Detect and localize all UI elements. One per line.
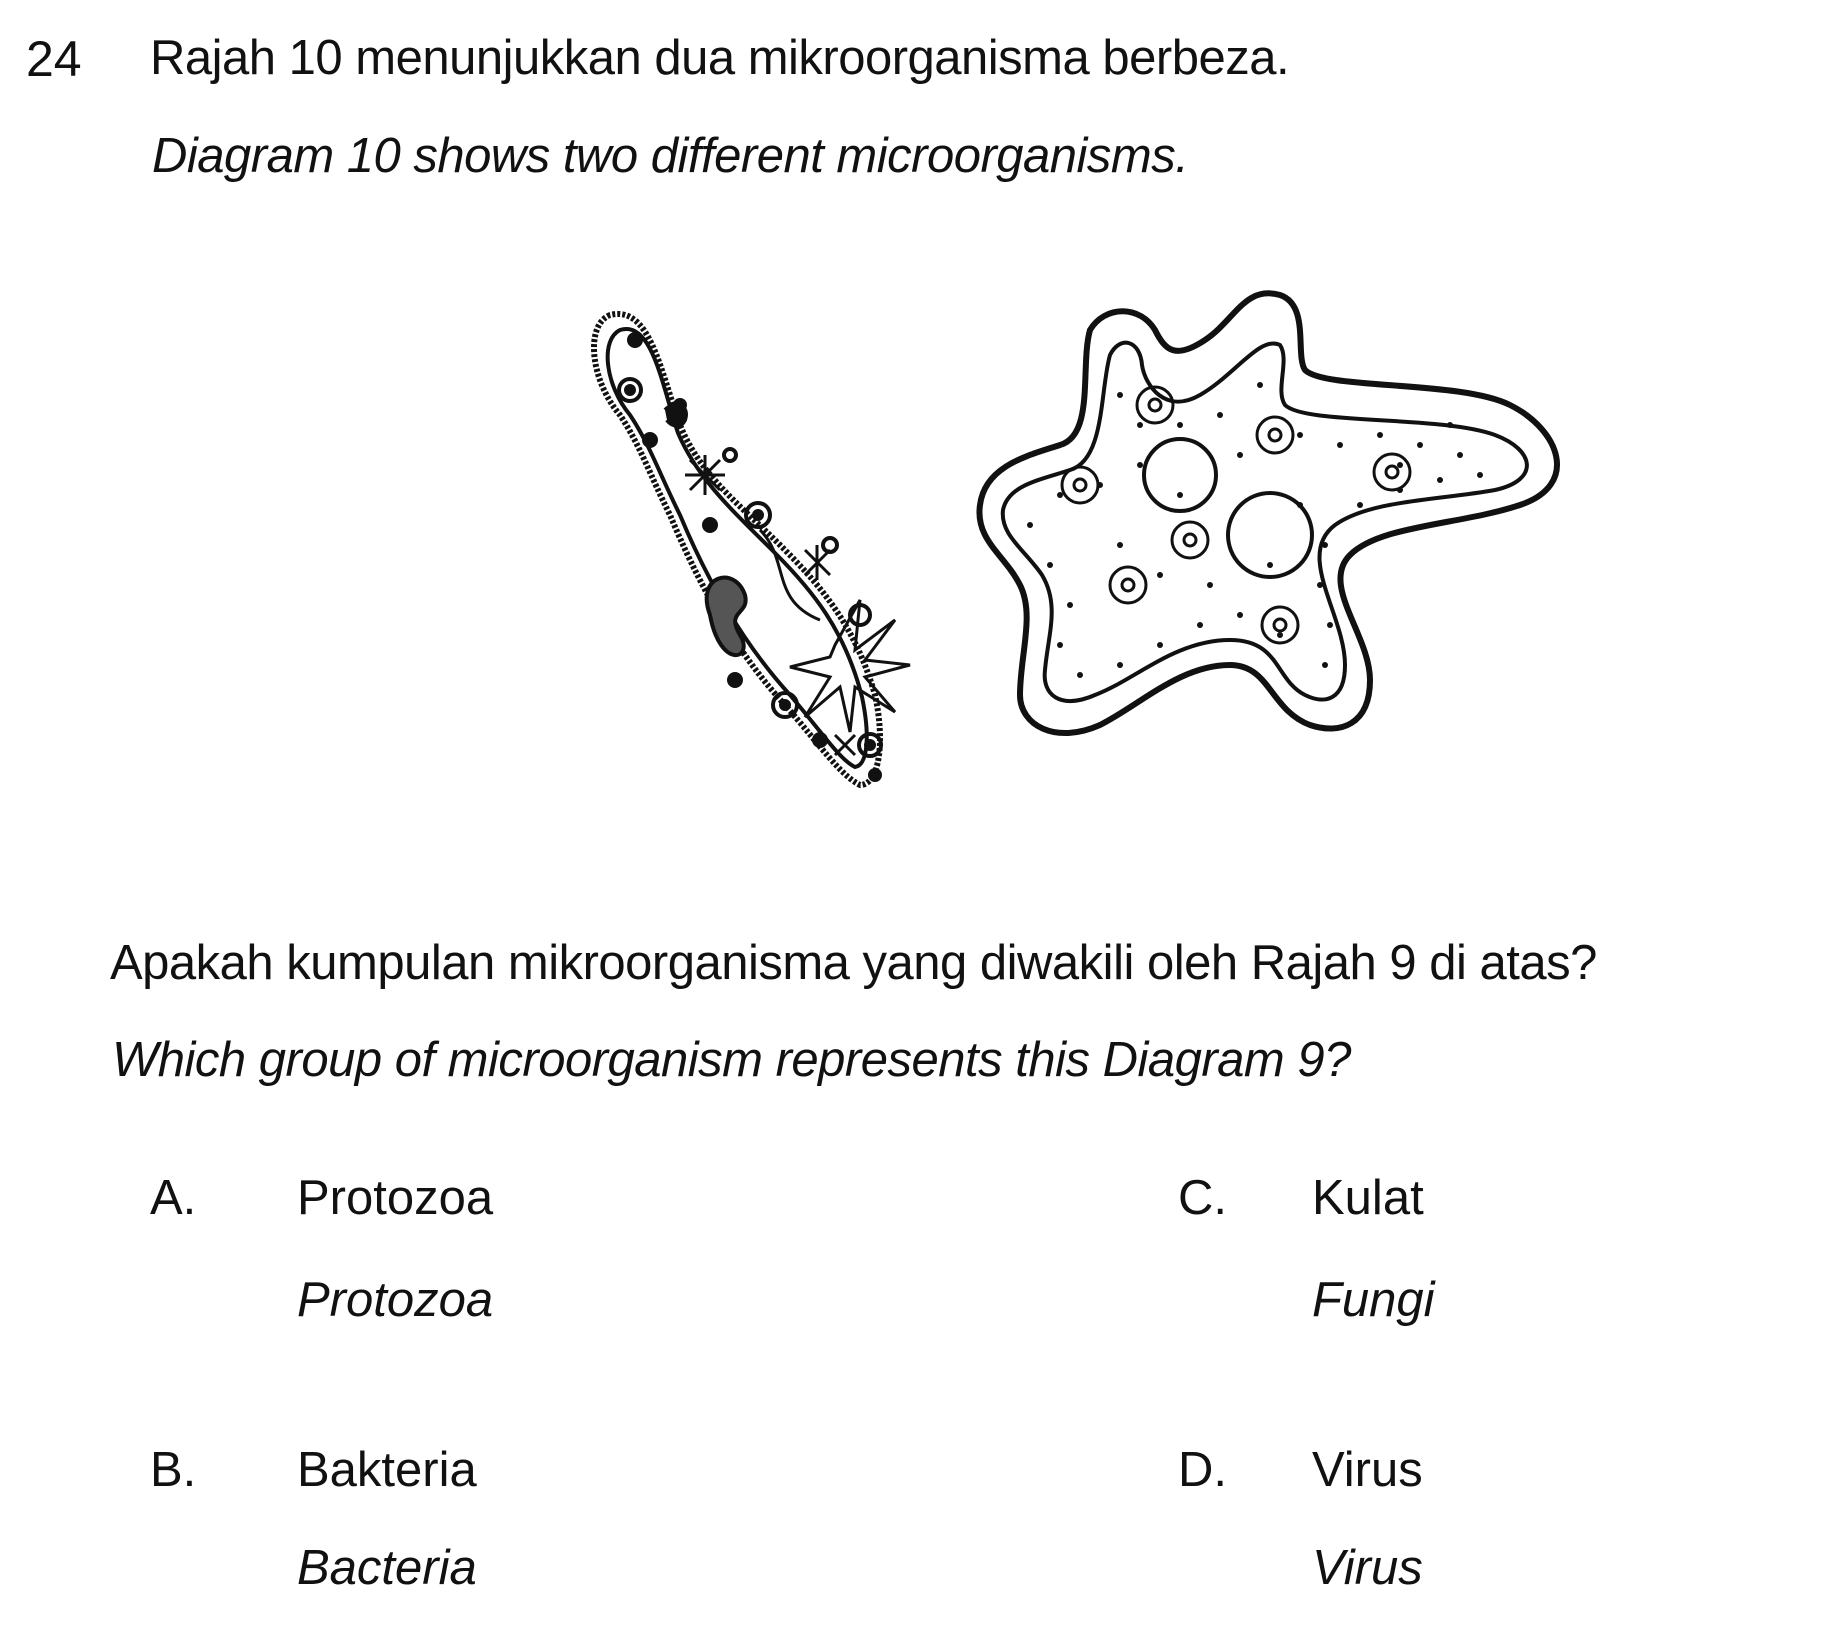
option-b-malay: Bakteria xyxy=(297,1443,477,1497)
option-b-letter[interactable]: B. xyxy=(150,1443,197,1497)
diagram-microorganisms xyxy=(591,290,1560,789)
question-stem-malay: Rajah 10 menunjukkan dua mikroorganisma … xyxy=(150,31,1290,85)
option-d-letter[interactable]: D. xyxy=(1178,1443,1227,1497)
option-a-letter[interactable]: A. xyxy=(150,1171,197,1225)
amoeba-illustration xyxy=(976,290,1560,737)
prompt-malay: Apakah kumpulan mikroorganisma yang diwa… xyxy=(110,936,1597,990)
question-number: 24 xyxy=(26,31,82,87)
option-c-letter[interactable]: C. xyxy=(1178,1171,1227,1225)
option-a-malay: Protozoa xyxy=(297,1171,494,1225)
option-d-english: Virus xyxy=(1312,1541,1423,1595)
option-a-english: Protozoa xyxy=(297,1273,494,1327)
prompt-english: Which group of microorganism represents … xyxy=(112,1033,1351,1087)
option-c-malay: Kulat xyxy=(1312,1171,1424,1225)
question-stem-english: Diagram 10 shows two different microorga… xyxy=(152,129,1189,183)
option-c-english: Fungi xyxy=(1312,1273,1435,1327)
option-d-malay: Virus xyxy=(1312,1443,1423,1497)
option-b-english: Bacteria xyxy=(297,1541,477,1595)
paramecium-illustration xyxy=(591,311,911,789)
